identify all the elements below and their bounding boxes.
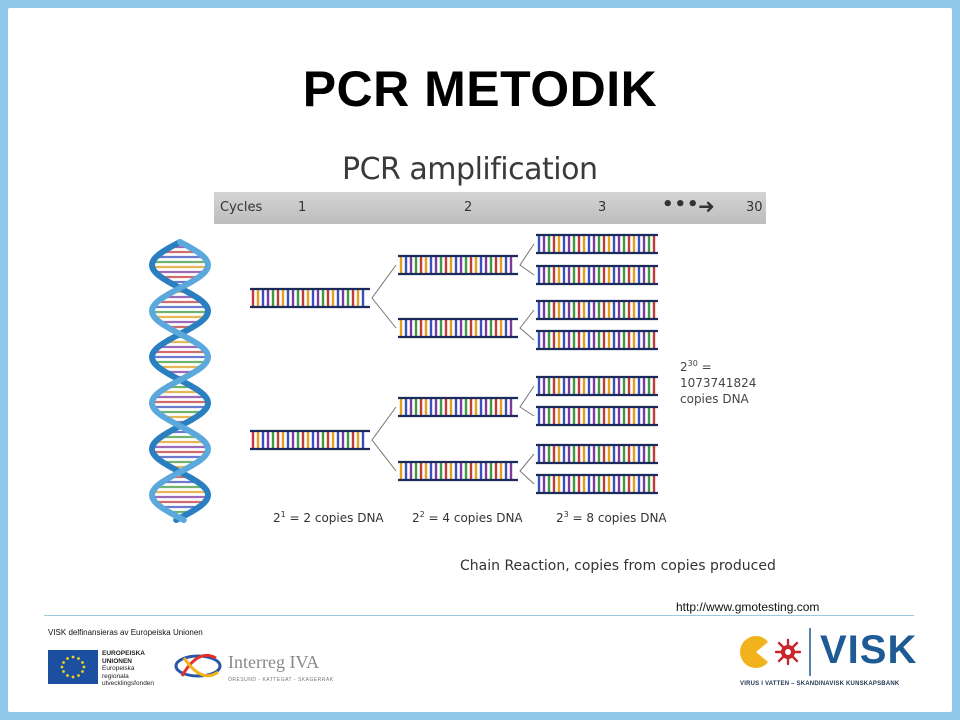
- branch-cycle2-b: [519, 309, 535, 341]
- cycle3-strand-bg: [536, 376, 658, 396]
- cycle1-strand-bg: [250, 430, 370, 450]
- cycle3-strand-bg: [536, 300, 658, 320]
- total-copies-label: 230 = 1073741824 copies DNA: [680, 359, 757, 406]
- cycle3-strand-bg: [536, 265, 658, 285]
- slide-background: [8, 8, 952, 712]
- cycles-bar: Cycles 1 2 3 ••• ➜ 30: [214, 192, 766, 224]
- cycle3-strand-bg: [536, 444, 658, 464]
- branch-cycle1-a: [371, 264, 397, 329]
- interreg-name: Interreg IVA: [228, 652, 320, 672]
- cycle2-strand-bg: [398, 461, 518, 481]
- interreg-logo-icon: [174, 653, 222, 678]
- eu-text: EUROPEISKA UNIONEN Europeiska regionala …: [102, 650, 155, 687]
- branch-cycle2-a: [519, 243, 535, 276]
- cycle1-strand-bg: [250, 288, 370, 308]
- helix-strand-b: [149, 239, 211, 523]
- slide-title: PCR METODIK: [302, 61, 658, 117]
- visk-name: VISK: [820, 628, 918, 672]
- arrow-right-icon: ➜: [698, 194, 715, 218]
- cycles-ellipsis: •••: [662, 194, 700, 215]
- cycle-2-label: 2: [464, 200, 473, 215]
- eu-flag-icon: [48, 650, 98, 684]
- cycle3-strand-bg: [536, 406, 658, 426]
- cycle-1-label: 1: [298, 200, 307, 215]
- diagram-title: PCR amplification: [342, 152, 598, 187]
- branch-cycle2-d: [519, 453, 535, 485]
- copies-cycle-2: 22 = 4 copies DNA: [412, 510, 523, 525]
- branch-cycle2-c: [519, 385, 535, 417]
- cycle3-strand-bg: [536, 330, 658, 350]
- visk-logo-icon: [740, 628, 811, 676]
- cycle3-strand-bg: [536, 474, 658, 494]
- visk-tagline: VIRUS I VATTEN – SKANDINAVISK KUNSKAPSBA…: [740, 681, 900, 687]
- cycle2-strand-bg: [398, 397, 518, 417]
- cycle-3-label: 3: [598, 200, 607, 215]
- branch-cycle1-b: [371, 406, 397, 472]
- cycle2-strand-bg: [398, 318, 518, 338]
- copies-cycle-3: 23 = 8 copies DNA: [556, 510, 667, 525]
- footer-divider: [44, 615, 914, 616]
- interreg-subtitle: ÖRESUND - KATTEGAT - SKAGERRAK: [228, 677, 334, 683]
- cycle-30-label: 30: [746, 200, 763, 215]
- cycles-label: Cycles: [220, 200, 263, 215]
- source-url: http://www.gmotesting.com: [676, 600, 820, 614]
- copies-cycle-1: 21 = 2 copies DNA: [273, 510, 384, 525]
- cycle3-strand-bg: [536, 234, 658, 254]
- diagram-caption: Chain Reaction, copies from copies produ…: [460, 558, 776, 574]
- funding-text: VISK delfinansieras av Europeiska Unione…: [48, 628, 203, 637]
- cycle2-strand-bg: [398, 255, 518, 275]
